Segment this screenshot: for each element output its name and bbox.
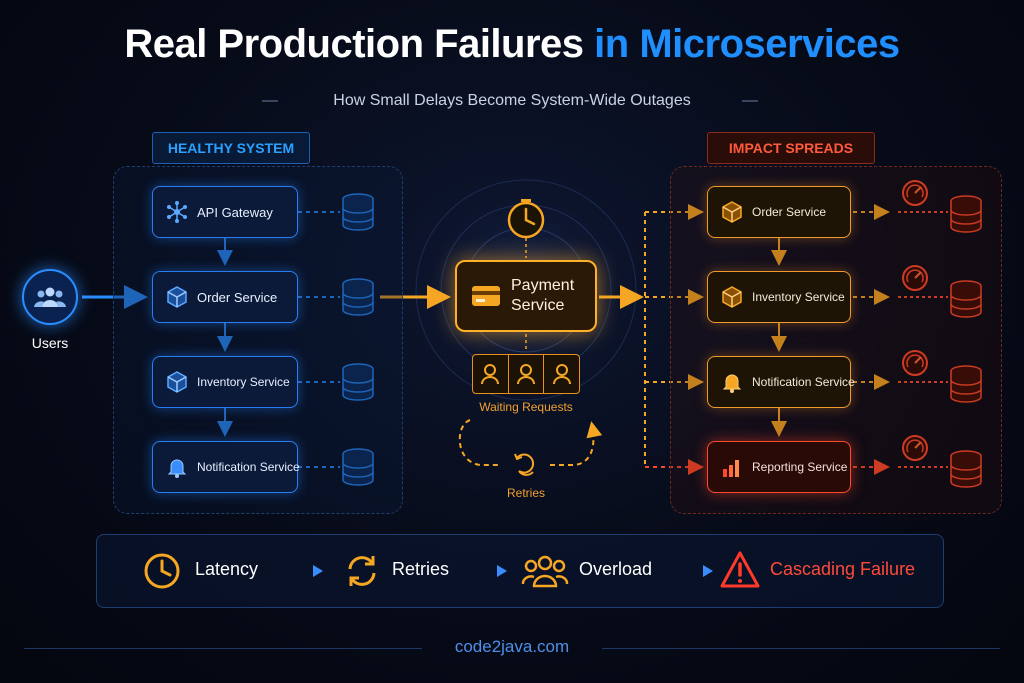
service-notification: Notification Service	[152, 441, 300, 493]
payment-service: Payment Service	[455, 260, 597, 332]
legend-overload: Overload	[579, 559, 653, 579]
healthy-system-badge: HEALTHY SYSTEM	[152, 132, 310, 164]
gauge-icon	[902, 435, 928, 461]
impact-row-links	[853, 204, 948, 475]
gauge-icon	[902, 180, 928, 206]
queue-slot	[544, 355, 579, 393]
users-group-icon	[34, 287, 66, 307]
footer-rule-left	[24, 648, 422, 649]
footer-site: code2java.com	[454, 637, 570, 656]
retries-label: Retries	[506, 486, 545, 500]
retry-loop-left	[458, 419, 500, 466]
service-label: Order Service	[197, 289, 278, 305]
bell-icon	[167, 459, 187, 478]
database-icon	[950, 195, 982, 233]
cube-icon	[722, 286, 742, 308]
footer-rule-right	[602, 648, 1000, 649]
title-part-blue: in Microservices	[594, 22, 900, 66]
legend-bar: Latency Retries Overload	[96, 534, 944, 608]
user-icon	[481, 364, 500, 385]
impacted-order-service: Order Service	[707, 186, 851, 238]
queue-slot	[473, 355, 509, 393]
clock-icon	[507, 199, 545, 239]
impacted-reporting-service: Reporting Service	[707, 441, 851, 493]
refresh-icon	[514, 453, 535, 476]
page-title: Real Production Failures in Microservice…	[0, 22, 1024, 67]
users-node	[22, 269, 78, 325]
database-icon	[950, 365, 982, 403]
cube-icon	[722, 201, 742, 223]
service-inventory: Inventory Service	[152, 356, 298, 408]
refresh-icon	[348, 556, 376, 586]
database-icon	[342, 193, 374, 231]
title-part-white: Real Production Failures	[124, 22, 595, 66]
legend-latency: Latency	[195, 559, 259, 579]
page-subtitle: How Small Delays Become System-Wide Outa…	[333, 92, 691, 109]
service-label: Order Service	[752, 205, 827, 219]
bell-icon	[722, 374, 742, 393]
arrow-right-icon	[277, 565, 323, 577]
gauge-icon	[902, 265, 928, 291]
database-icon	[342, 448, 374, 486]
impact-spreads-badge: IMPACT SPREADS	[707, 132, 875, 164]
service-order: Order Service	[152, 271, 298, 323]
service-label: Reporting Service	[752, 460, 848, 474]
warning-icon	[720, 551, 760, 588]
queue-slot	[509, 355, 545, 393]
database-icon	[342, 363, 374, 401]
gauge-icon	[902, 350, 928, 376]
impacted-notification-service: Notification Service	[707, 356, 855, 408]
impacted-inventory-service: Inventory Service	[707, 271, 851, 323]
legend-cascading-failure: Cascading Failure	[770, 559, 916, 579]
user-icon	[517, 364, 535, 385]
payment-label: Payment Service	[511, 277, 575, 314]
waiting-requests-label: Waiting Requests	[479, 400, 573, 414]
waiting-requests-queue	[472, 354, 580, 394]
arrow-right-icon	[667, 565, 713, 577]
bar-chart-icon	[723, 460, 739, 477]
database-icon	[950, 280, 982, 318]
service-label: Notification Service	[197, 460, 300, 474]
cube-icon	[167, 371, 187, 393]
service-label: API Gateway	[197, 204, 273, 220]
cube-icon	[167, 286, 187, 308]
arrow-right-icon	[461, 565, 507, 577]
users-group-icon	[521, 555, 569, 588]
retry-loop-right	[550, 421, 603, 466]
network-icon	[167, 201, 187, 223]
legend-retries: Retries	[392, 559, 450, 579]
service-label: Inventory Service	[197, 375, 290, 389]
database-icon	[342, 278, 374, 316]
clock-icon	[144, 553, 180, 589]
service-label: Notification Service	[752, 375, 855, 389]
user-icon	[552, 364, 571, 385]
database-icon	[950, 450, 982, 488]
service-api-gateway: API Gateway	[152, 186, 298, 238]
credit-card-icon	[472, 286, 500, 306]
service-label: Inventory Service	[752, 290, 845, 304]
users-label: Users	[31, 335, 69, 351]
